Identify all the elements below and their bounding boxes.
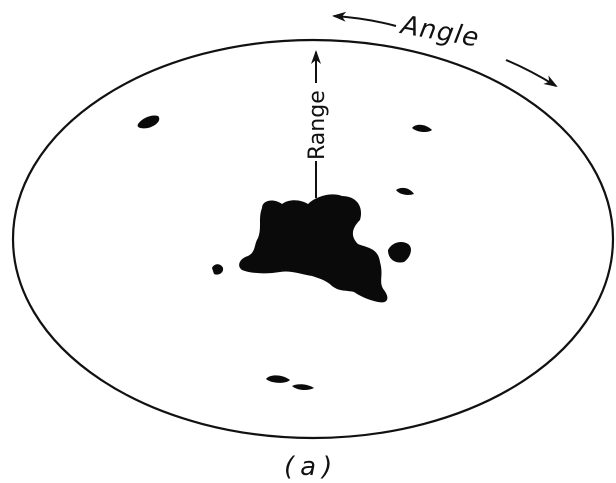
angle-arrow-left	[334, 16, 396, 26]
echo-upper-right	[412, 125, 432, 132]
echo-right-of-center	[388, 242, 411, 263]
echo-right-middle	[396, 188, 414, 195]
central-echo-blob	[239, 194, 387, 302]
range-indicator: Range	[302, 52, 330, 198]
echo-lower-b	[292, 384, 314, 390]
angle-indicator: Angle	[334, 10, 556, 86]
figure-caption: (a)	[284, 452, 338, 482]
range-label: Range	[305, 90, 330, 160]
angle-arrow-right	[506, 60, 556, 86]
echo-left-of-center	[212, 264, 223, 274]
echo-lower-a	[266, 375, 290, 383]
angle-label: Angle	[397, 10, 482, 54]
echo-upper-left	[138, 115, 160, 128]
